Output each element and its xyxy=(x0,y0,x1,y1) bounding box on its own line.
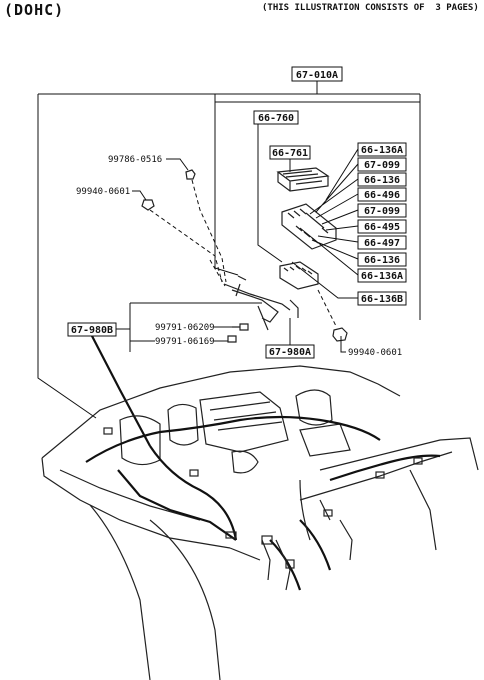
engine-variant-label: (DOHC) xyxy=(4,1,65,19)
label-67-980A: 67-980A xyxy=(269,347,311,358)
label-67-980B: 67-980B xyxy=(71,325,113,336)
callout-66-497[interactable]: 66-497 xyxy=(357,235,407,250)
bolt-99791-06209[interactable]: 99791-06209 xyxy=(155,323,249,333)
label-66-136A-lower: 66-136A xyxy=(361,271,403,282)
callout-66-761[interactable]: 66-761 xyxy=(269,145,311,160)
label-67-099-top: 67-099 xyxy=(364,160,400,171)
lower-relay-block-illustration xyxy=(279,261,319,290)
callout-66-136A-lower[interactable]: 66-136A xyxy=(357,268,407,283)
label-66-497: 66-497 xyxy=(364,238,400,249)
label-99791-06209: 99791-06209 xyxy=(155,323,215,333)
label-66-136-upper: 66-136 xyxy=(364,175,400,186)
callout-67-980A[interactable]: 67-980A xyxy=(265,344,315,359)
label-66-760: 66-760 xyxy=(258,113,294,124)
vehicle-engine-bay-illustration xyxy=(41,365,479,680)
label-99940-0601-right: 99940-0601 xyxy=(348,348,402,358)
label-66-496: 66-496 xyxy=(364,190,400,201)
relay-box-illustration xyxy=(276,167,330,192)
label-66-136A-top: 66-136A xyxy=(361,145,403,156)
callout-66-136B[interactable]: 66-136B xyxy=(357,291,407,306)
label-67-010A: 67-010A xyxy=(296,70,338,81)
callout-67-010A[interactable]: 67-010A xyxy=(291,66,343,82)
callout-66-760[interactable]: 66-760 xyxy=(253,110,299,125)
callout-67-099-top[interactable]: 67-099 xyxy=(357,157,407,172)
illustration-page-note: (THIS ILLUSTRATION CONSISTS OF 3 PAGES) xyxy=(262,3,479,13)
callout-67-980B[interactable]: 67-980B xyxy=(67,322,117,337)
callout-66-495[interactable]: 66-495 xyxy=(357,219,407,234)
label-67-099-mid: 67-099 xyxy=(364,206,400,217)
bracket-illustration xyxy=(223,275,299,331)
callout-66-496[interactable]: 66-496 xyxy=(357,187,407,202)
callout-66-136-lower[interactable]: 66-136 xyxy=(357,252,407,267)
label-66-495: 66-495 xyxy=(364,222,400,233)
label-99940-0601-left: 99940-0601 xyxy=(76,187,130,197)
callout-66-136A-top[interactable]: 66-136A xyxy=(357,142,407,157)
label-99786-0516: 99786-0516 xyxy=(108,155,162,165)
bolt-99786-0516[interactable]: 99786-0516 xyxy=(108,155,196,180)
callout-66-136-upper[interactable]: 66-136 xyxy=(357,172,407,187)
label-66-761: 66-761 xyxy=(272,148,308,159)
clip-99940-0601-left[interactable]: 99940-0601 xyxy=(76,187,155,211)
bolt-99791-06169[interactable]: 99791-06169 xyxy=(155,335,237,347)
label-66-136-lower: 66-136 xyxy=(364,255,400,266)
callout-67-099-mid[interactable]: 67-099 xyxy=(357,203,407,218)
fuse-relay-strip-illustration xyxy=(281,203,337,250)
nut-99940-0601-right[interactable]: 99940-0601 xyxy=(332,327,402,358)
label-66-136B: 66-136B xyxy=(361,294,403,305)
label-99791-06169: 99791-06169 xyxy=(155,337,215,347)
